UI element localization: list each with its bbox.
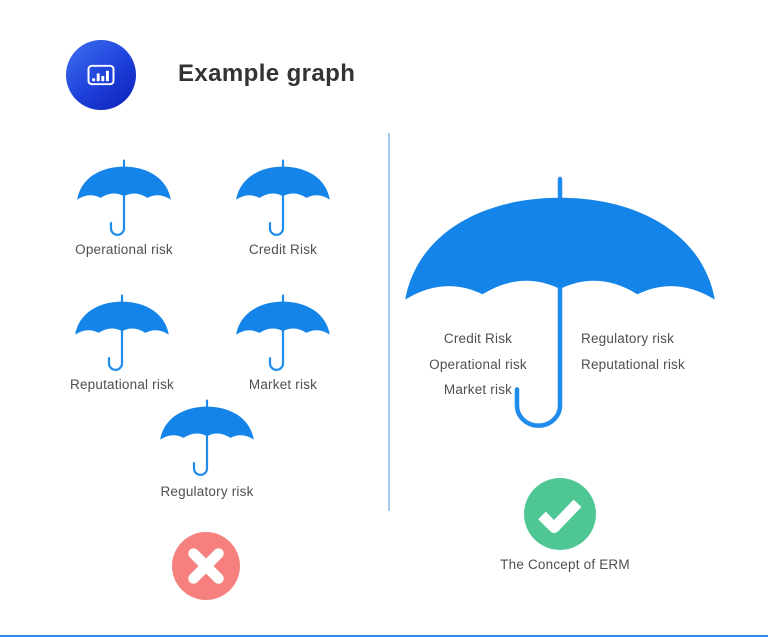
covered-risk-reputational: Reputational risk: [581, 356, 685, 372]
covered-risks-right-column: Regulatory risk Reputational risk: [581, 326, 751, 377]
covered-risks-left-column: Credit Risk Operational risk Market risk: [393, 326, 563, 403]
covered-risk-credit: Credit Risk: [443, 331, 513, 346]
covered-risk-regulatory: Regulatory risk: [581, 331, 675, 346]
check-icon: [524, 478, 596, 550]
umbrella-icon-market: [231, 293, 335, 372]
umbrella-icon-credit: [231, 158, 335, 237]
risk-label-credit: Credit Risk: [248, 242, 318, 257]
bottom-accent-line: [0, 635, 768, 637]
bar-chart-glyph: [87, 64, 115, 86]
covered-risk-market: Market risk: [443, 382, 513, 397]
umbrella-icon-operational: [72, 158, 176, 237]
erm-caption: The Concept of ERM: [500, 557, 630, 572]
umbrella-icon-reputational: [70, 293, 174, 372]
covered-risk-operational: Operational risk: [429, 356, 527, 372]
risk-label-reputational: Reputational risk: [70, 377, 174, 392]
divider: [388, 133, 390, 511]
page-title: Example graph: [178, 60, 356, 87]
umbrella-icon-regulatory: [155, 398, 259, 477]
risk-label-market: Market risk: [248, 377, 318, 392]
cross-icon: [172, 532, 240, 600]
risk-label-regulatory: Regulatory risk: [160, 484, 254, 499]
risk-label-operational: Operational risk: [75, 242, 173, 257]
bar-chart-icon: [66, 40, 136, 110]
